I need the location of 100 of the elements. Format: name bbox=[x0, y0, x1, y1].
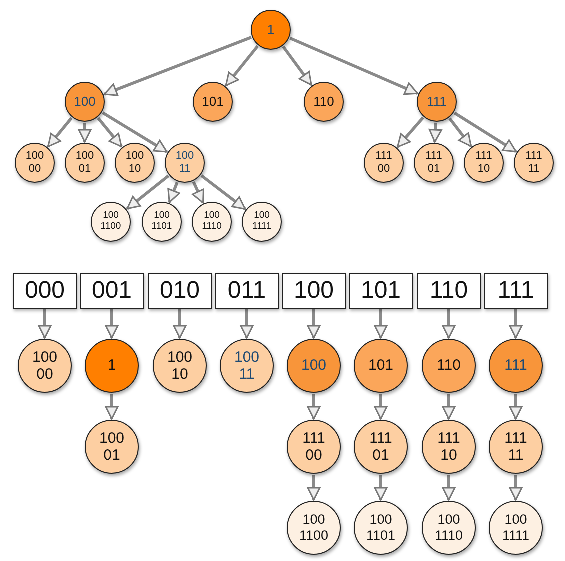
arrow bbox=[428, 122, 442, 143]
arrow bbox=[47, 117, 73, 148]
arrow bbox=[168, 182, 180, 204]
index-box bbox=[349, 273, 413, 309]
tree-node-circle bbox=[65, 143, 105, 183]
tree-node-circle bbox=[85, 339, 139, 393]
arrow bbox=[104, 36, 252, 96]
node-label: 100 00 bbox=[32, 348, 58, 384]
node-label: 111 00 bbox=[302, 430, 326, 464]
arrow bbox=[307, 394, 321, 420]
node-label: 100 00 bbox=[26, 150, 44, 176]
arrow bbox=[374, 394, 388, 420]
arrow bbox=[454, 112, 518, 154]
node-label: 1 bbox=[267, 22, 275, 38]
node-label: 101 bbox=[368, 357, 394, 375]
node-label: 111 10 bbox=[476, 150, 492, 176]
tree-node-circle bbox=[422, 420, 476, 474]
tree-node-circle bbox=[489, 501, 543, 555]
index-box bbox=[484, 273, 548, 309]
arrow bbox=[374, 475, 388, 501]
index-box bbox=[13, 273, 77, 309]
node-label: 110 bbox=[314, 94, 334, 110]
arrow bbox=[396, 116, 424, 148]
arrow bbox=[442, 475, 456, 501]
node-label: 100 1110 bbox=[434, 512, 464, 544]
tree-node-circle bbox=[165, 143, 205, 183]
tree-node-circle bbox=[364, 143, 404, 183]
node-label: 100 01 bbox=[76, 150, 94, 176]
arrow bbox=[126, 174, 170, 210]
tree-node-circle bbox=[417, 82, 457, 122]
tree-node-circle bbox=[489, 420, 543, 474]
arrow bbox=[374, 309, 388, 339]
tree-node-circle bbox=[287, 501, 341, 555]
arrow bbox=[290, 36, 418, 96]
node-label: 111 01 bbox=[426, 150, 442, 176]
node-label: 111 bbox=[498, 277, 534, 305]
index-box bbox=[148, 273, 212, 309]
node-label: 100 bbox=[74, 94, 96, 110]
node-label: 110 bbox=[437, 357, 461, 375]
arrow bbox=[509, 309, 523, 339]
tree-node-circle bbox=[489, 339, 543, 393]
node-label: 1 bbox=[108, 357, 116, 375]
arrow bbox=[192, 181, 205, 204]
node-label: 101 bbox=[202, 94, 224, 110]
tree-node-circle bbox=[85, 420, 139, 474]
tree-node-circle bbox=[354, 501, 408, 555]
tree-node-circle bbox=[220, 339, 274, 393]
tree-node-circle bbox=[251, 10, 291, 50]
node-label: 100 10 bbox=[167, 348, 193, 384]
tree-node-circle bbox=[304, 82, 344, 122]
node-label: 010 bbox=[160, 277, 200, 305]
node-label: 100 bbox=[294, 277, 334, 305]
tree-node-circle bbox=[142, 202, 182, 242]
arrow bbox=[240, 309, 254, 339]
tree-node-circle bbox=[287, 420, 341, 474]
node-label: 100 1100 bbox=[100, 211, 122, 233]
index-box bbox=[282, 273, 346, 309]
tree-node-circle bbox=[514, 143, 554, 183]
arrow bbox=[200, 174, 246, 210]
node-label: 100 1100 bbox=[299, 512, 329, 544]
index-box bbox=[417, 273, 481, 309]
node-label: 100 11 bbox=[234, 348, 260, 384]
tree-node-circle bbox=[287, 339, 341, 393]
tree-node-circle bbox=[18, 339, 72, 393]
node-label: 111 bbox=[504, 357, 528, 375]
node-label: 100 bbox=[301, 357, 327, 375]
node-label: 111 11 bbox=[526, 150, 542, 176]
tree-node-circle bbox=[354, 420, 408, 474]
arrow bbox=[38, 309, 52, 339]
tree-node-circle bbox=[354, 339, 408, 393]
arrow bbox=[97, 117, 123, 148]
node-label: 011 bbox=[228, 277, 266, 305]
tree-node-circle bbox=[422, 339, 476, 393]
arrow bbox=[225, 45, 259, 87]
arrow bbox=[442, 394, 456, 420]
arrow bbox=[442, 309, 456, 339]
arrow bbox=[105, 394, 119, 420]
node-label: 100 11 bbox=[176, 150, 194, 176]
tree-node-circle bbox=[192, 202, 232, 242]
node-label: 111 00 bbox=[376, 150, 392, 176]
arrow bbox=[173, 309, 187, 339]
arrow bbox=[102, 112, 168, 154]
tree-node-circle bbox=[65, 82, 105, 122]
tree-node-circle bbox=[115, 143, 155, 183]
arrow bbox=[105, 309, 119, 339]
arrow bbox=[78, 123, 92, 143]
node-label: 101 bbox=[360, 277, 402, 305]
node-label: 100 10 bbox=[126, 150, 144, 176]
node-label: 100 1110 bbox=[202, 211, 222, 233]
tree-node-circle bbox=[414, 143, 454, 183]
tree-node-circle bbox=[422, 501, 476, 555]
node-label: 111 01 bbox=[370, 430, 392, 464]
tree-node-circle bbox=[15, 143, 55, 183]
arrow bbox=[307, 309, 321, 339]
node-label: 110 bbox=[430, 277, 468, 305]
node-label: 100 1111 bbox=[252, 211, 272, 233]
node-label: 000 bbox=[24, 277, 66, 305]
node-label: 100 01 bbox=[99, 430, 125, 464]
arrow bbox=[509, 475, 523, 501]
node-label: 111 10 bbox=[438, 430, 460, 464]
